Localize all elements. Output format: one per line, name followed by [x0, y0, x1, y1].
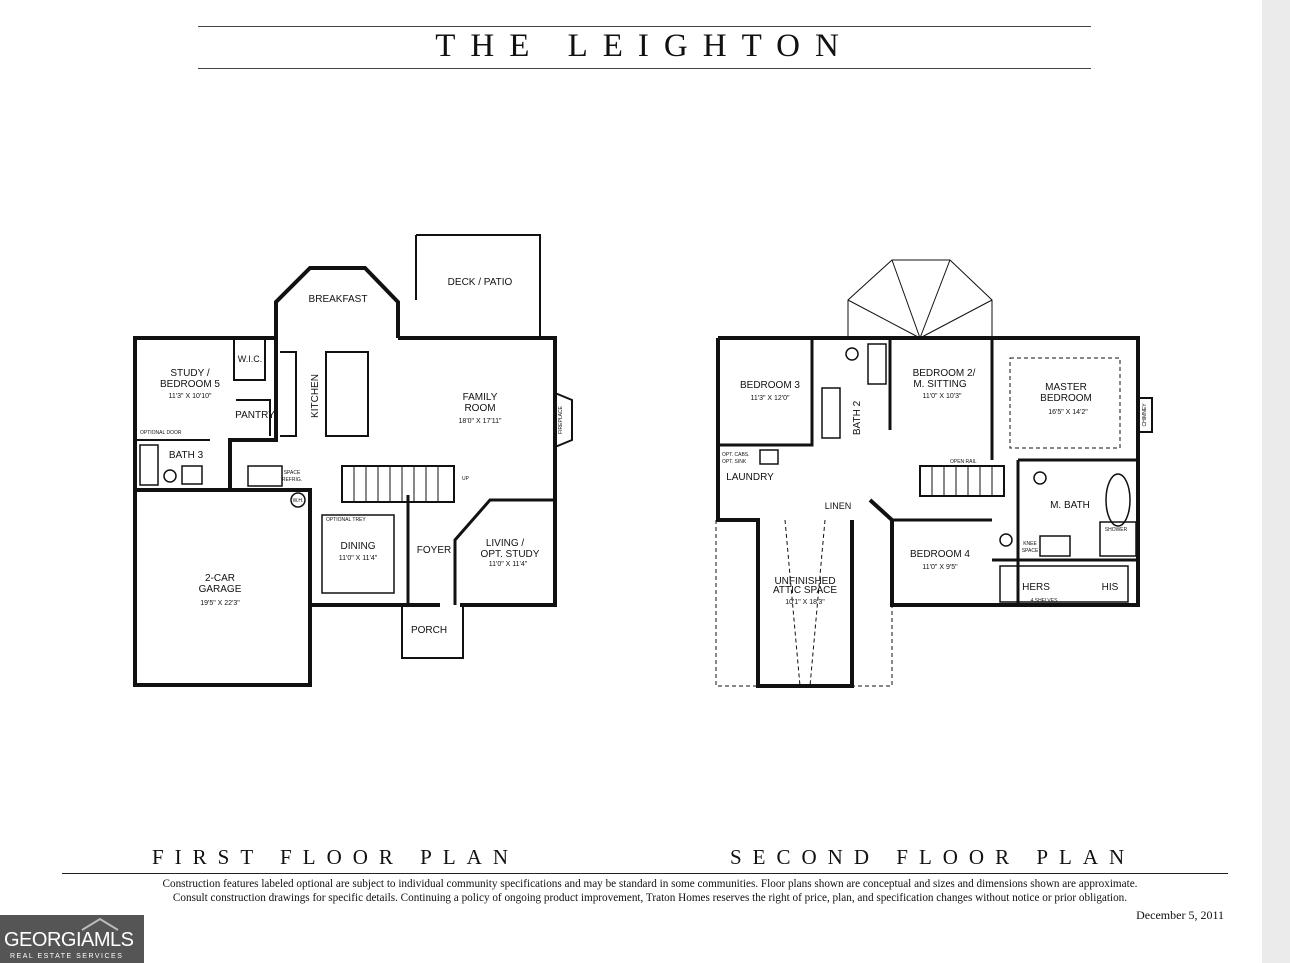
- water-heater-label: W.H.: [293, 498, 304, 504]
- chimney-label: CHIMNEY: [1142, 403, 1148, 427]
- disclaimer-line-2: Consult construction drawings for specif…: [172, 892, 1128, 904]
- fireplace-label: FIREPLACE: [558, 405, 564, 433]
- plan-date: December 5, 2011: [1136, 908, 1224, 922]
- opt-sink-label: OPT. SINK: [722, 459, 747, 465]
- attic-label-2: ATTIC SPACE: [773, 585, 837, 596]
- knee-space-label-2: SPACE: [1022, 548, 1039, 554]
- first-floor-plan-label: FIRST FLOOR PLAN: [152, 845, 519, 869]
- bedroom2-label-2: M. SITTING: [913, 379, 967, 390]
- living-label-2: OPT. STUDY: [481, 549, 540, 560]
- his-closet-label: HIS: [1102, 582, 1119, 593]
- second-floor-labels: BEDROOM 3 11'3" X 12'0" BATH 2 BEDROOM 2…: [722, 368, 1148, 606]
- disclaimer-line-1: Construction features labeled optional a…: [162, 878, 1138, 890]
- optional-door-label: OPTIONAL DOOR: [140, 430, 182, 436]
- optional-trey-label: OPTIONAL TREY: [326, 517, 366, 523]
- open-rail-label: OPEN RAIL: [950, 459, 977, 465]
- shower-label: SHOWER: [1105, 527, 1128, 533]
- logo-tagline: REAL ESTATE SERVICES: [10, 953, 124, 960]
- attic-dimensions: 10'1" X 18'3": [785, 599, 825, 606]
- porch-label: PORCH: [411, 625, 447, 636]
- dining-label: DINING: [341, 541, 376, 552]
- second-floor-plan-label: SECOND FLOOR PLAN: [730, 845, 1136, 869]
- disclaimer: Construction features labeled optional a…: [40, 877, 1260, 905]
- space-refrig-label-2: REFRIG.: [282, 477, 302, 483]
- plan-title: THE LEIGHTON: [435, 28, 854, 64]
- first-floor-labels: DECK / PATIO BREAKFAST STUDY / BEDROOM 5…: [140, 277, 564, 636]
- bath2-label: BATH 2: [852, 400, 863, 435]
- garage-dimensions: 19'5" X 22'3": [200, 600, 240, 607]
- floor-plan-sheet: THE LEIGHTON: [0, 0, 1262, 963]
- master-bath-label: M. BATH: [1050, 500, 1090, 511]
- knee-space-label-1: KNEE: [1023, 541, 1037, 547]
- garage-label-2: GARAGE: [199, 584, 242, 595]
- bedroom3-dimensions: 11'3" X 12'0": [750, 395, 790, 402]
- garage-label-1: 2-CAR: [205, 573, 235, 584]
- footer-rule: [62, 873, 1228, 874]
- study-label-2: BEDROOM 5: [160, 379, 220, 390]
- title-rule-top: [198, 26, 1091, 27]
- bedroom2-label-1: BEDROOM 2/: [913, 368, 976, 379]
- shelves-label: 4 SHELVES: [1031, 598, 1059, 604]
- georgia-mls-logo: GEORGIAMLS REAL ESTATE SERVICES: [0, 915, 144, 963]
- deck-label: DECK / PATIO: [448, 277, 513, 288]
- bedroom3-label: BEDROOM 3: [740, 380, 800, 391]
- bath3-label: BATH 3: [169, 450, 204, 461]
- master-bedroom-label-2: BEDROOM: [1040, 393, 1092, 404]
- second-floor-plan: [715, 259, 1153, 688]
- kitchen-label: KITCHEN: [310, 374, 321, 418]
- living-dimensions: 11'0" X 11'4": [489, 561, 528, 568]
- logo-wordmark: GEORGIAMLS: [4, 929, 134, 951]
- stairs-up-label: UP: [462, 476, 470, 482]
- family-room-dimensions: 18'0" X 17'11": [459, 418, 502, 425]
- master-bedroom-dimensions: 16'5" X 14'2": [1048, 409, 1088, 416]
- breakfast-label: BREAKFAST: [309, 294, 368, 305]
- master-bedroom-label-1: MASTER: [1045, 382, 1087, 393]
- roof-icon: [81, 917, 119, 931]
- hers-closet-label: HERS: [1022, 582, 1050, 593]
- pantry-label: PANTRY: [235, 410, 275, 421]
- opt-cabs-label: OPT. CABS.: [722, 452, 750, 458]
- family-room-label-2: ROOM: [464, 403, 495, 414]
- attic-label-1: UNFINISHED: [774, 576, 835, 587]
- living-label-1: LIVING /: [486, 538, 525, 549]
- dining-dimensions: 11'0" X 11'4": [339, 555, 378, 562]
- first-floor-plan: [133, 234, 573, 687]
- bedroom2-dimensions: 11'0" X 10'3": [922, 393, 962, 400]
- wic-label: W.I.C.: [238, 354, 263, 364]
- space-refrig-label-1: SPACE: [284, 470, 301, 476]
- bedroom4-dimensions: 11'0" X 9'5": [922, 564, 958, 571]
- laundry-label: LAUNDRY: [726, 472, 774, 483]
- title-rule-bottom: [198, 68, 1091, 69]
- foyer-label: FOYER: [417, 545, 451, 556]
- linen-label: LINEN: [825, 501, 852, 511]
- study-label-1: STUDY /: [170, 368, 209, 379]
- floor-plans-drawing: DECK / PATIO BREAKFAST STUDY / BEDROOM 5…: [133, 234, 1153, 688]
- family-room-label-1: FAMILY: [463, 392, 498, 403]
- study-dimensions: 11'3" X 10'10": [169, 393, 212, 400]
- bedroom4-label: BEDROOM 4: [910, 549, 970, 560]
